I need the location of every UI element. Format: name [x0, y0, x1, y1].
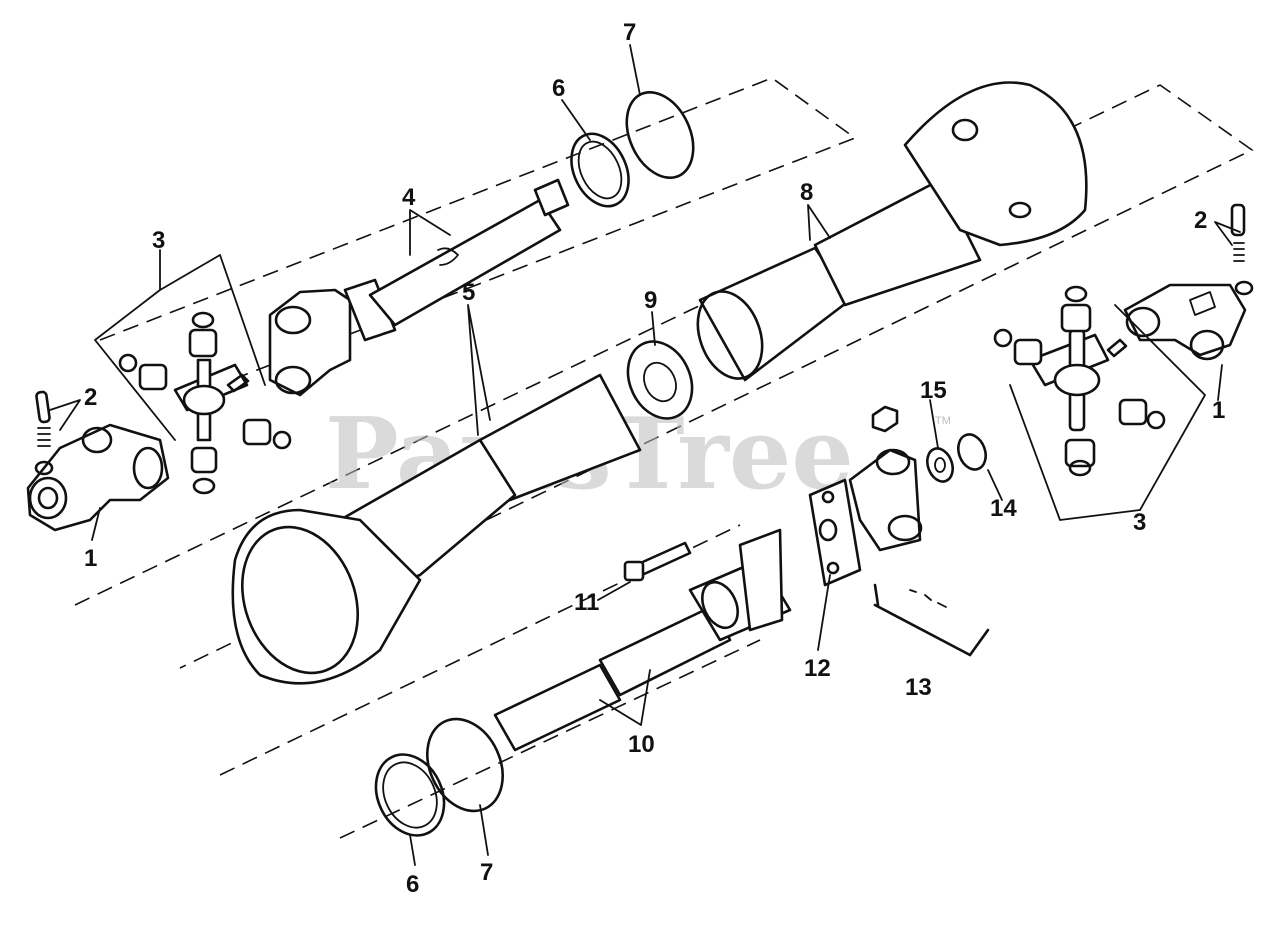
outer-shaft-part-10: [493, 528, 792, 752]
left-grease-fitting-part-2: [34, 390, 54, 476]
callout-9: 9: [644, 287, 657, 314]
callout-8: 8: [800, 179, 813, 206]
snap-ring-part-6-bottom: [374, 753, 446, 837]
callout-13: 13: [905, 674, 932, 701]
outer-shield-tube-part-8: [696, 81, 1088, 382]
snap-ring-part-6-top: [570, 132, 630, 208]
callout-2-right: 2: [1194, 207, 1207, 234]
bearing-washer-part-9: [626, 340, 694, 420]
callout-12: 12: [804, 655, 831, 682]
retaining-ring-part-7-bottom: [426, 717, 504, 813]
leader-lines: [49, 44, 1241, 866]
inner-shaft-part-4: [268, 178, 570, 397]
callout-6-top: 6: [552, 75, 565, 102]
left-yoke-part-1: [26, 423, 170, 532]
callout-14: 14: [990, 495, 1017, 522]
svg-text:TM: TM: [935, 415, 951, 427]
callout-11: 11: [574, 589, 599, 616]
callout-labels: 1 2 3 4 5 6 7 8 9 10 11 12 13 14 15 1 2 …: [84, 19, 1225, 898]
callout-10: 10: [628, 731, 655, 758]
callout-7-top: 7: [623, 19, 636, 46]
callout-15: 15: [920, 377, 947, 404]
bolt-part-11: [623, 541, 692, 582]
right-grease-fitting-part-2: [1230, 203, 1254, 296]
callout-3-right: 3: [1133, 509, 1146, 536]
callout-6-bottom: 6: [406, 871, 419, 898]
callout-3-left: 3: [152, 227, 165, 254]
callout-2-left: 2: [84, 384, 97, 411]
callout-1-right: 1: [1212, 397, 1225, 424]
right-yoke-part-1: [1123, 283, 1247, 361]
inner-shield-cone-part-5: [231, 373, 642, 685]
lock-washer-part-15: [926, 447, 954, 483]
callout-1-left: 1: [84, 545, 97, 572]
hardware-kit-part-13: [873, 583, 990, 657]
left-cross-bearing-part-3: [118, 311, 292, 495]
callout-5: 5: [462, 279, 475, 306]
snap-ring-part-14: [957, 433, 987, 471]
callout-4: 4: [402, 184, 416, 211]
callout-7-bottom: 7: [480, 859, 493, 886]
mounting-plate-part-12: [808, 405, 923, 587]
right-cross-bearing-part-3: [993, 285, 1166, 477]
retaining-ring-part-7-top: [625, 90, 695, 180]
